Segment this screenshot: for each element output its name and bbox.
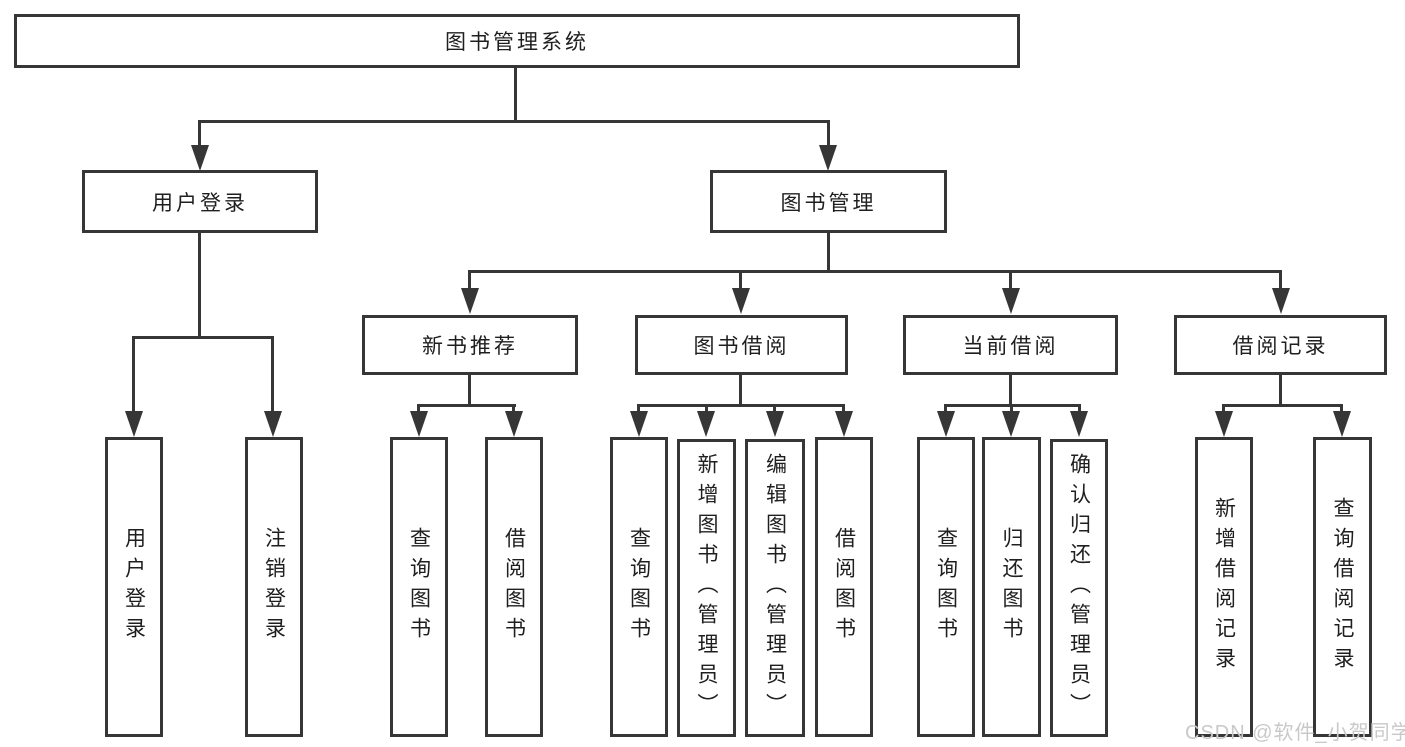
edge-line xyxy=(1340,404,1343,413)
arrow-down-icon xyxy=(1070,411,1088,437)
edge-line xyxy=(739,270,742,290)
leaf-label: 查询借阅记录 xyxy=(1331,497,1354,677)
leaf-label: 借阅图书 xyxy=(832,527,856,647)
node-label: 借阅记录 xyxy=(1232,335,1329,358)
node-label: 当前借阅 xyxy=(962,335,1059,358)
edge-line xyxy=(514,66,517,122)
leaf-label: 归还图书 xyxy=(1000,527,1023,647)
arrow-down-icon xyxy=(410,411,428,437)
edge-line xyxy=(468,270,471,290)
arrow-down-icon xyxy=(1272,288,1290,314)
leaf-query-borrow-record: 查询借阅记录 xyxy=(1313,437,1372,737)
edge-line xyxy=(827,120,830,148)
leaf-label: 查询图书 xyxy=(407,527,431,647)
edge-line xyxy=(417,404,516,407)
leaf-confirm-return-admin: 确认归还（管理员） xyxy=(1050,439,1108,737)
arrow-down-icon xyxy=(819,145,837,171)
arrow-down-icon xyxy=(505,411,523,437)
edge-line xyxy=(468,270,1282,273)
leaf-add-books-admin: 新增图书（管理员） xyxy=(677,439,736,737)
edge-line xyxy=(512,404,515,413)
node-label: 图书管理系统 xyxy=(445,31,589,54)
leaf-borrow-books: 借阅图书 xyxy=(815,437,873,737)
arrow-down-icon xyxy=(1215,411,1233,437)
edge-line xyxy=(1009,270,1012,290)
node-label: 新书推荐 xyxy=(422,335,518,358)
arrow-down-icon xyxy=(1333,411,1351,437)
leaf-label: 用户登录 xyxy=(122,527,146,647)
leaf-borrow-books-recommend: 借阅图书 xyxy=(485,437,543,737)
edge-line xyxy=(1010,404,1013,413)
node-borrowing-records: 借阅记录 xyxy=(1174,315,1387,375)
csdn-watermark: CSDN @软件_小贺同学 xyxy=(1185,722,1405,744)
node-book-borrowing: 图书借阅 xyxy=(635,315,848,375)
edge-line xyxy=(132,336,135,414)
edge-line xyxy=(1279,270,1282,290)
arrow-down-icon xyxy=(630,411,648,437)
leaf-query-books-current: 查询图书 xyxy=(917,437,975,737)
edge-line xyxy=(468,375,471,407)
leaf-user-login: 用户登录 xyxy=(105,437,163,737)
leaf-label: 借阅图书 xyxy=(502,527,526,647)
arrow-down-icon xyxy=(835,411,853,437)
arrow-down-icon xyxy=(1002,411,1020,437)
arrow-down-icon xyxy=(125,411,143,437)
edge-line xyxy=(739,375,742,407)
edge-line xyxy=(417,404,420,413)
node-current-borrowing: 当前借阅 xyxy=(903,315,1118,375)
leaf-query-books-borrowing: 查询图书 xyxy=(610,437,668,737)
edge-line xyxy=(198,120,830,123)
leaf-add-borrow-record: 新增借阅记录 xyxy=(1195,437,1253,737)
arrow-down-icon xyxy=(264,411,282,437)
arrow-down-icon xyxy=(732,288,750,314)
edge-line xyxy=(637,404,844,407)
leaf-label: 新增图书（管理员） xyxy=(695,453,718,723)
node-label: 图书借阅 xyxy=(693,335,790,358)
edge-line xyxy=(1222,404,1225,413)
leaf-label: 确认归还（管理员） xyxy=(1067,453,1091,723)
edge-line xyxy=(1222,404,1343,407)
edge-line xyxy=(1279,375,1282,407)
edge-line xyxy=(773,404,776,413)
arrow-down-icon xyxy=(191,145,209,171)
edge-line xyxy=(132,336,274,339)
node-book-management: 图书管理 xyxy=(710,170,947,233)
arrow-down-icon xyxy=(766,411,784,437)
edge-line xyxy=(705,404,708,413)
leaf-label: 注销登录 xyxy=(262,527,286,647)
arrow-down-icon xyxy=(697,411,715,437)
node-user-login: 用户登录 xyxy=(82,170,318,233)
leaf-label: 查询图书 xyxy=(934,527,958,647)
edge-line xyxy=(198,233,201,339)
edge-line xyxy=(944,404,947,413)
leaf-return-books: 归还图书 xyxy=(982,437,1041,737)
leaf-logout: 注销登录 xyxy=(245,437,303,737)
node-label: 用户登录 xyxy=(152,191,248,215)
leaf-label: 编辑图书（管理员） xyxy=(763,453,787,723)
edge-line xyxy=(842,404,845,413)
arrow-down-icon xyxy=(461,288,479,314)
edge-line xyxy=(827,233,830,273)
node-library-management-system: 图书管理系统 xyxy=(14,14,1020,68)
arrow-down-icon xyxy=(937,411,955,437)
node-new-book-recommendation: 新书推荐 xyxy=(362,315,578,375)
edge-line xyxy=(1078,404,1081,413)
edge-line xyxy=(271,336,274,414)
edge-line xyxy=(1009,375,1012,407)
edge-line xyxy=(198,120,201,148)
node-label: 图书管理 xyxy=(780,191,877,215)
leaf-label: 查询图书 xyxy=(627,527,651,647)
edge-line xyxy=(637,404,640,413)
leaf-label: 新增借阅记录 xyxy=(1212,497,1236,677)
leaf-edit-books-admin: 编辑图书（管理员） xyxy=(745,439,805,737)
leaf-query-books-recommend: 查询图书 xyxy=(390,437,448,737)
arrow-down-icon xyxy=(1002,288,1020,314)
